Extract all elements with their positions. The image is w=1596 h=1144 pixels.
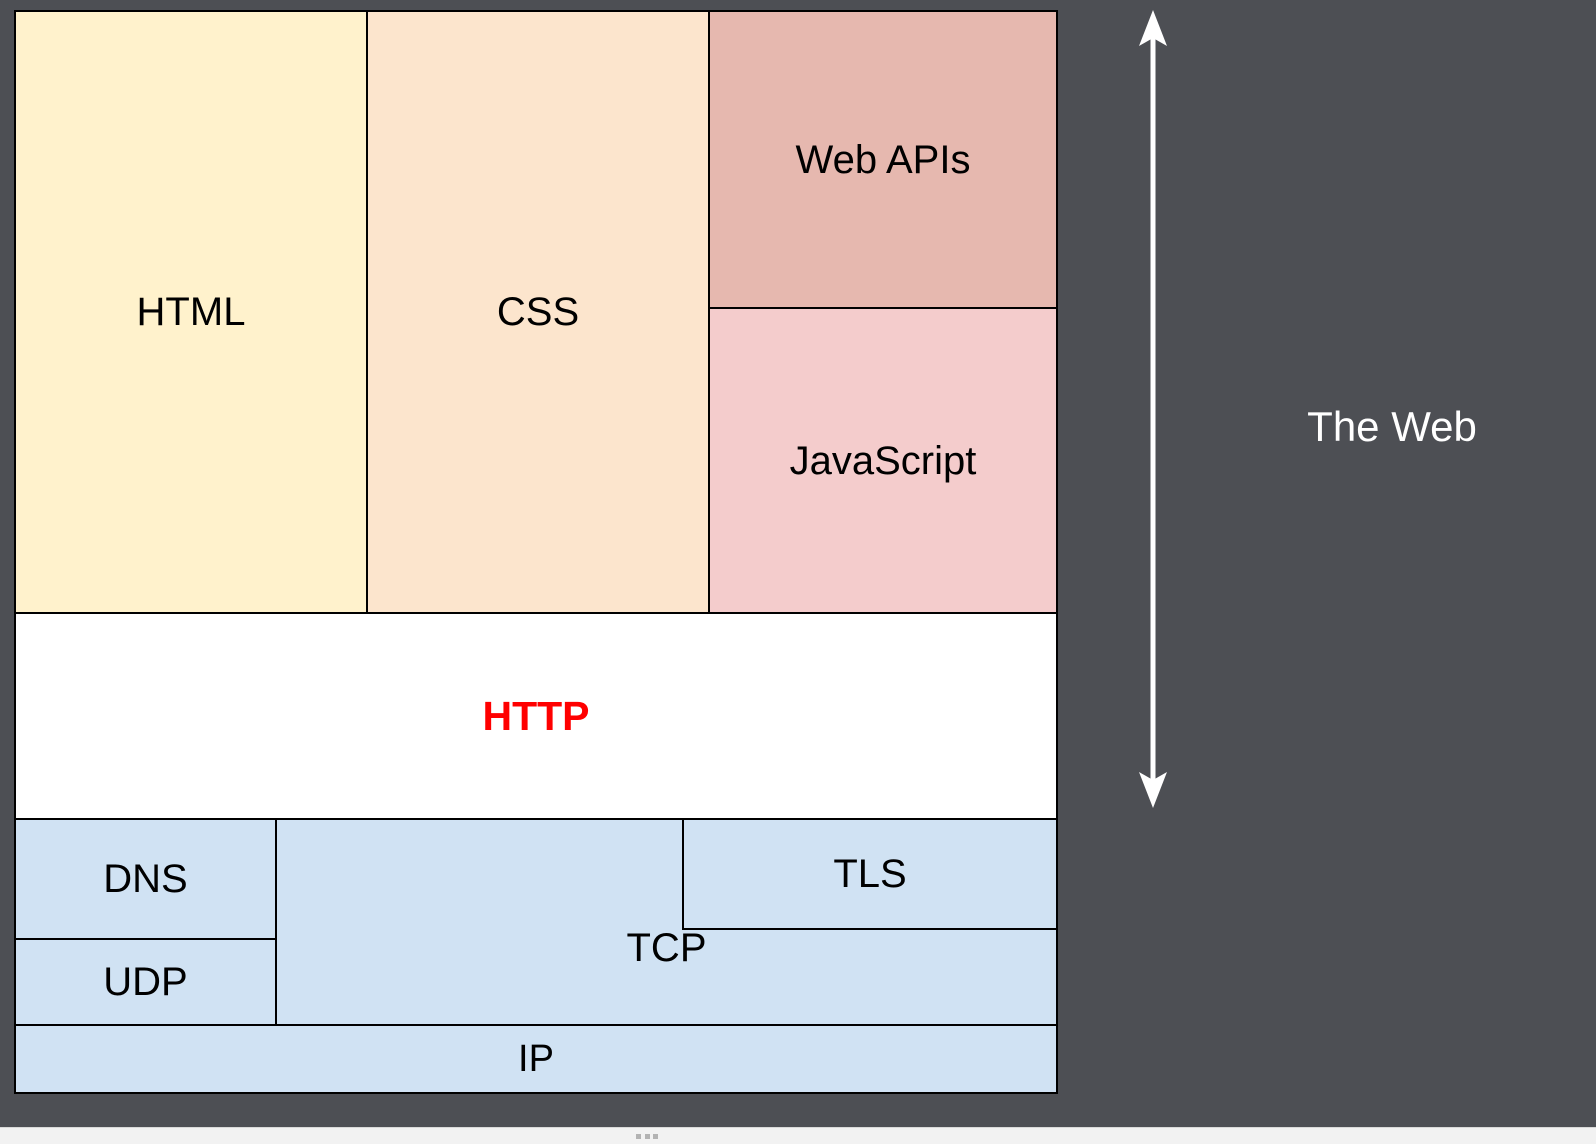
stack-box-udp[interactable]: UDP: [14, 938, 277, 1026]
resize-grip-icon[interactable]: [636, 1134, 658, 1139]
stack-box-tls[interactable]: TLS: [682, 818, 1058, 930]
stack-box-http[interactable]: HTTP: [14, 612, 1058, 820]
the-web-label: The Web: [1307, 403, 1477, 450]
stack-box-html[interactable]: HTML: [14, 10, 368, 614]
stack-box-css[interactable]: CSS: [366, 10, 710, 614]
grip-dot: [636, 1134, 641, 1139]
double-headed-arrow-icon: [1139, 10, 1167, 808]
stack-box-javascript[interactable]: JavaScript: [708, 307, 1058, 614]
grip-dot: [653, 1134, 658, 1139]
stack-box-ip[interactable]: IP: [14, 1024, 1058, 1094]
stack-box-web-apis[interactable]: Web APIs: [708, 10, 1058, 309]
bottom-resize-strip[interactable]: [0, 1127, 1596, 1144]
grip-dot: [644, 1134, 650, 1139]
stack-box-dns[interactable]: DNS: [14, 818, 277, 940]
